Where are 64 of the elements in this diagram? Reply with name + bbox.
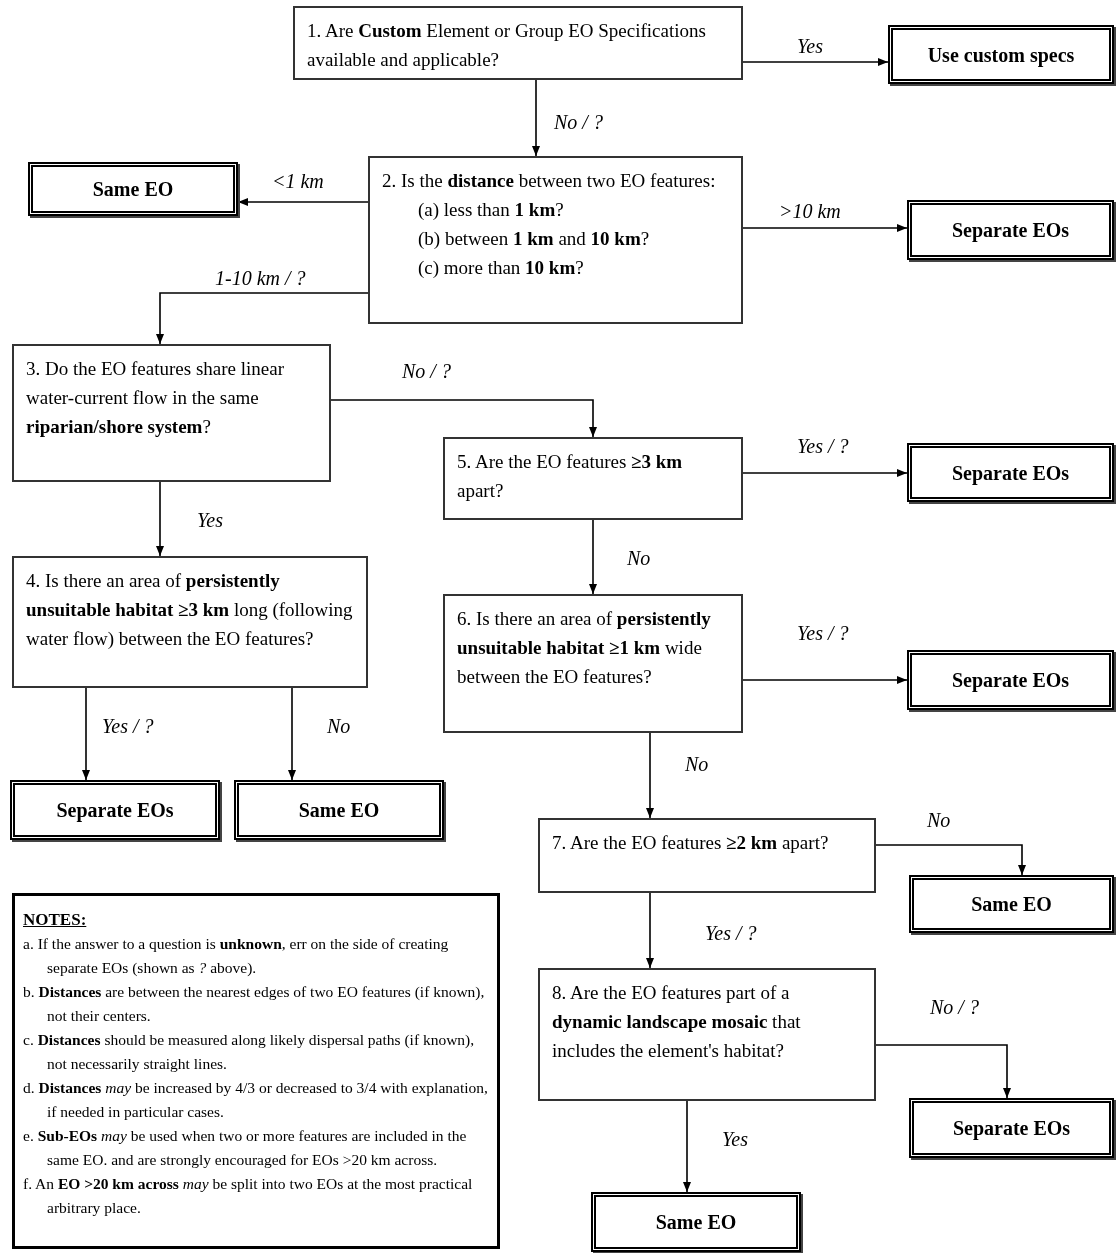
question-box	[12, 556, 368, 688]
result-box	[909, 875, 1114, 933]
question-box	[443, 594, 743, 733]
result-box	[234, 780, 444, 840]
question-text: 1. Are Custom Element or Group EO Specifications available and applicable?	[307, 19, 707, 72]
note-text: a. If the answer to a question is unknown, err on the side of creating separate EOs (shown as ? above).	[23, 934, 450, 978]
question-text: 7. Are the EO features ≥2 km apart?	[552, 831, 830, 855]
question-text: 5. Are the EO features ≥3 km apart?	[457, 450, 684, 503]
question-box	[538, 968, 876, 1101]
arrow	[646, 732, 654, 819]
arrow	[156, 292, 369, 345]
note-text: d. Distances may be increased by 4/3 or decreased to 3/4 with explanation, if needed in particular cases.	[23, 1078, 489, 1122]
result-box	[909, 1098, 1114, 1158]
note-text: e. Sub-EOs may be used when two or more features are included in the same EO. and are strongly encouraged for EOs >20 km across.	[23, 1126, 468, 1170]
result-box	[907, 650, 1114, 710]
arrow	[288, 687, 296, 781]
option-text: (a) less than 1 km?	[417, 198, 565, 222]
arrow	[742, 224, 908, 232]
question-text: 2. Is the distance between two EO features:	[382, 169, 717, 193]
result-text: Same EO	[298, 798, 380, 823]
result-box	[10, 780, 220, 840]
result-text: Separate EOs	[56, 798, 174, 824]
arrow	[742, 676, 908, 684]
question-box	[293, 6, 743, 80]
result-text: Separate EOs	[951, 668, 1070, 694]
arrow	[742, 58, 889, 66]
result-text: Separate EOs	[951, 460, 1070, 487]
arrow	[532, 79, 540, 157]
arrow	[589, 519, 597, 595]
notes-box	[12, 893, 500, 1249]
question-box	[368, 156, 743, 324]
result-text: Separate EOs	[951, 218, 1070, 244]
result-box	[591, 1192, 801, 1252]
question-box	[12, 344, 331, 482]
result-text: Same EO	[971, 892, 1052, 917]
arrow	[156, 481, 164, 557]
arrow	[646, 892, 654, 969]
result-text: Same EO	[655, 1210, 737, 1235]
result-text: Separate EOs	[952, 1116, 1071, 1142]
option-text: (b) between 1 km and 10 km?	[417, 227, 651, 251]
arrow	[683, 1100, 691, 1193]
option-text: (c) more than 10 km?	[417, 256, 585, 280]
question-text: 8. Are the EO features part of a dynamic landscape mosaic that includes the element's habitat?	[552, 981, 802, 1063]
result-box	[907, 443, 1114, 502]
arrow	[875, 1044, 1011, 1099]
arrow	[82, 687, 90, 781]
result-box	[888, 25, 1114, 84]
result-box	[28, 162, 238, 216]
note-text: f. An EO >20 km across may be split into two EOs at the most practical arbitrary place.	[23, 1174, 474, 1218]
result-text: Use custom specs	[927, 42, 1075, 69]
question-text: 3. Do the EO features share linear water-current flow in the same riparian/shore system?	[26, 357, 285, 439]
question-text: 4. Is there an area of persistently unsuitable habitat ≥3 km long (following water flow) between the EO features?	[26, 569, 354, 651]
question-box	[443, 437, 743, 520]
question-box	[538, 818, 876, 893]
note-text: c. Distances should be measured along likely dispersal paths (if known), not necessarily straight lines.	[23, 1030, 476, 1074]
question-text: 6. Is there an area of persistently unsuitable habitat ≥1 km wide between the EO features?	[457, 607, 712, 689]
arrow	[875, 844, 1026, 876]
note-text: b. Distances are between the nearest edges of two EO features (if known), not their centers.	[23, 982, 486, 1026]
result-box	[907, 200, 1114, 260]
notes-heading: NOTES:	[23, 909, 88, 931]
arrow	[330, 399, 597, 438]
result-text: Same EO	[92, 177, 174, 202]
arrow	[742, 469, 908, 477]
arrow	[237, 198, 369, 206]
